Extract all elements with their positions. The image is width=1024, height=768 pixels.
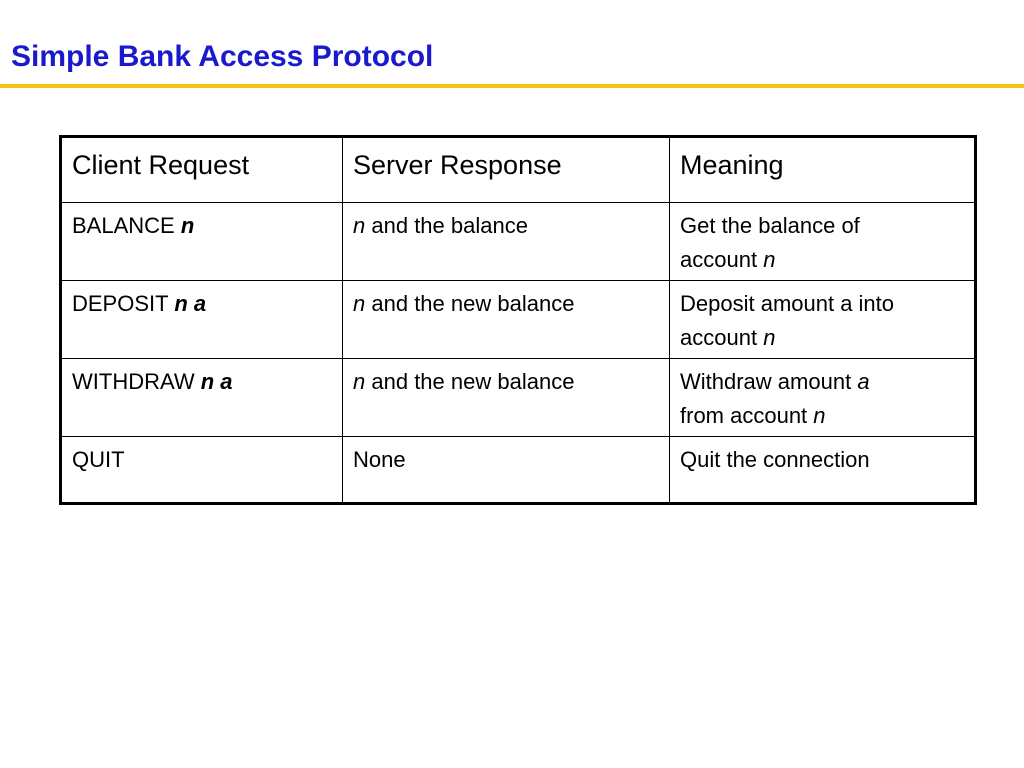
table-row: QUIT None Quit the connection: [60, 436, 976, 504]
response-var: n: [353, 213, 366, 238]
meaning-cell: Quit the connection: [669, 436, 976, 504]
response-var: n: [353, 291, 366, 316]
command-name: WITHDRAW: [72, 369, 195, 394]
response-text: and the new balance: [371, 291, 575, 316]
command-name: BALANCE: [72, 213, 175, 238]
request-cell: BALANCE n: [60, 202, 343, 281]
response-text: None: [353, 447, 406, 472]
header-meaning: Meaning: [669, 136, 976, 203]
response-cell: n and the new balance: [342, 358, 670, 437]
meaning-line1-var: a: [857, 369, 870, 394]
meaning-var: n: [763, 325, 776, 350]
command-args: n a: [200, 369, 233, 394]
slide-title: Simple Bank Access Protocol: [11, 40, 434, 73]
request-cell: WITHDRAW n a: [60, 358, 343, 437]
meaning-cell: Deposit amount a into account n: [669, 280, 976, 359]
meaning-cell: Get the balance of account n: [669, 202, 976, 281]
response-cell: n and the balance: [342, 202, 670, 281]
meaning-text: Quit the connection: [680, 447, 870, 472]
command-name: DEPOSIT: [72, 291, 169, 316]
response-cell: None: [342, 436, 670, 504]
command-name: QUIT: [72, 447, 125, 472]
table-row: WITHDRAW n a n and the new balance Withd…: [60, 358, 976, 437]
meaning-line1: Withdraw amount: [680, 369, 852, 394]
protocol-table: Client Request Server Response Meaning B…: [59, 135, 977, 505]
table-row: DEPOSIT n a n and the new balance Deposi…: [60, 280, 976, 359]
meaning-prefix: account: [680, 247, 758, 272]
header-client-request: Client Request: [60, 136, 343, 203]
request-cell: QUIT: [60, 436, 343, 504]
response-var: n: [353, 369, 366, 394]
title-underline: [0, 84, 1024, 88]
response-cell: n and the new balance: [342, 280, 670, 359]
command-args: n a: [174, 291, 207, 316]
meaning-var: n: [763, 247, 776, 272]
request-cell: DEPOSIT n a: [60, 280, 343, 359]
response-text: and the balance: [371, 213, 528, 238]
meaning-prefix: from account: [680, 403, 808, 428]
meaning-line1: Deposit amount a into: [680, 291, 895, 316]
command-args: n: [180, 213, 195, 238]
table-row: BALANCE n n and the balance Get the bala…: [60, 202, 976, 281]
meaning-var: n: [813, 403, 826, 428]
response-text: and the new balance: [371, 369, 575, 394]
meaning-cell: Withdraw amount a from account n: [669, 358, 976, 437]
header-server-response: Server Response: [342, 136, 670, 203]
meaning-prefix: account: [680, 325, 758, 350]
table-header-row: Client Request Server Response Meaning: [60, 136, 976, 203]
meaning-line1: Get the balance of: [680, 213, 860, 238]
